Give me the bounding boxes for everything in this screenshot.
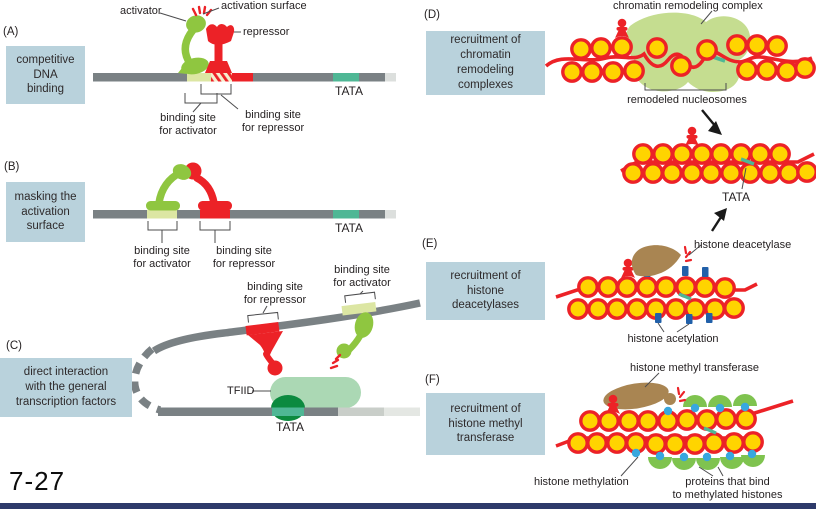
label-tfiid: TFIID bbox=[227, 385, 255, 397]
leader-remodeling-complex bbox=[700, 10, 713, 25]
leader-binding-site-activator-a bbox=[192, 102, 202, 113]
leader-activator bbox=[159, 12, 187, 22]
panel-c-graphic bbox=[130, 290, 421, 421]
repressor-loop-icon bbox=[248, 331, 283, 376]
panel-a-graphic bbox=[93, 5, 396, 113]
histone-deacetylase-blob bbox=[631, 245, 681, 277]
label-histone-acetylation: histone acetylation bbox=[627, 333, 719, 345]
repressor-on-chromatin-d bbox=[615, 18, 629, 38]
dna-lower-strand-c bbox=[158, 407, 420, 416]
panel-d-graphic bbox=[544, 10, 816, 232]
label-tata-b: TATA bbox=[335, 221, 363, 235]
tata-linker-e bbox=[678, 292, 692, 301]
bracket-repressor-site-c bbox=[247, 311, 279, 323]
panel-f-title-box: recruitment of histone methyl transferas… bbox=[426, 393, 545, 455]
bracket-repressor-site-a bbox=[200, 84, 232, 95]
bracket-repressor-site-b bbox=[199, 221, 231, 231]
panel-b-graphic bbox=[93, 162, 396, 243]
panel-a-title-box: competitive DNA binding bbox=[6, 46, 85, 104]
leader-binding-site-activator-c bbox=[359, 290, 364, 295]
leader-binding-site-repressor-a bbox=[220, 94, 239, 110]
repressor-site-c bbox=[245, 321, 280, 336]
label-histone-methyl-transferase: histone methyl transferase bbox=[630, 362, 760, 374]
panel-b-title-box: masking the activation surface bbox=[6, 182, 85, 242]
panel-e-letter: (E) bbox=[422, 238, 438, 250]
dna-upper-strand-c bbox=[151, 299, 421, 355]
panel-a-letter: (A) bbox=[3, 26, 19, 38]
label-binding-site-repressor-c: binding site for repressor bbox=[243, 281, 307, 306]
label-tata-d: TATA bbox=[722, 190, 750, 204]
histone-methylation-marks bbox=[631, 402, 757, 462]
leader-acetylation-1 bbox=[657, 322, 665, 333]
panel-c-letter: (C) bbox=[6, 340, 22, 352]
label-binding-site-repressor-b: binding site for repressor bbox=[212, 245, 276, 270]
label-histone-deacetylase: histone deacetylase bbox=[694, 239, 792, 251]
label-activator: activator bbox=[120, 5, 162, 17]
bracket-remodeled-nucleosomes bbox=[644, 83, 727, 91]
activation-surface-loop-icon bbox=[329, 353, 342, 370]
dna-bar-a bbox=[93, 73, 396, 82]
arrow-to-repressed-state bbox=[701, 109, 722, 135]
panel-d-letter: (D) bbox=[424, 9, 440, 21]
leader-binding-site-repressor-c bbox=[262, 305, 268, 314]
panel-c-title-box: direct interaction with the general tran… bbox=[0, 358, 132, 417]
label-methyl-binding-proteins: proteins that bind to methylated histone… bbox=[672, 476, 783, 501]
label-repressor: repressor bbox=[243, 26, 290, 38]
tata-linker-f bbox=[703, 426, 717, 435]
panel-b-letter: (B) bbox=[4, 161, 20, 173]
nucleosome-row-f bbox=[567, 408, 764, 455]
leader-deacetylase bbox=[688, 244, 702, 256]
activator-masked-icon bbox=[146, 164, 192, 211]
activator-icon bbox=[178, 15, 209, 75]
label-tata-c: TATA bbox=[276, 420, 304, 434]
methyl-binding-proteins bbox=[648, 394, 765, 470]
dna-bar-b bbox=[93, 210, 396, 219]
deacetylase-active-surface-icon bbox=[683, 245, 693, 263]
leader-methylation bbox=[620, 456, 639, 477]
label-binding-site-activator-b: binding site for activator bbox=[133, 245, 191, 270]
label-binding-site-activator-c: binding site for activator bbox=[333, 264, 391, 289]
bracket-activator-site-b bbox=[147, 221, 178, 231]
leader-activation-surface bbox=[202, 7, 220, 15]
repressor-masking-icon bbox=[184, 162, 232, 211]
panel-f-letter: (F) bbox=[425, 374, 440, 386]
label-binding-site-repressor-a: binding site for repressor bbox=[241, 109, 305, 134]
activator-site-c bbox=[341, 301, 377, 316]
slide-number: 7-27 bbox=[9, 466, 66, 496]
leader-acetylation-2 bbox=[676, 323, 690, 333]
leader-binding-proteins-1 bbox=[698, 466, 714, 477]
tata-linker-d2 bbox=[740, 157, 755, 166]
label-chromatin-remodeling-complex: chromatin remodeling complex bbox=[613, 0, 763, 12]
label-binding-site-activator-a: binding site for activator bbox=[159, 112, 217, 137]
leader-binding-proteins-2 bbox=[717, 466, 724, 477]
label-histone-methylation: histone methylation bbox=[534, 476, 629, 488]
bracket-activator-site-c bbox=[344, 291, 376, 303]
chromatin-remodeling-complex-blob bbox=[625, 12, 751, 92]
label-activation-surface: activation surface bbox=[221, 0, 307, 12]
dna-loop-dashed-c bbox=[130, 346, 162, 414]
repressor-on-repressed-chromatin bbox=[685, 126, 699, 146]
panel-d-title-box: recruitment of chromatin remodeling comp… bbox=[426, 31, 545, 95]
label-remodeled-nucleosomes: remodeled nucleosomes bbox=[627, 94, 747, 106]
panel-e-graphic bbox=[555, 244, 758, 333]
transferase-active-surface-icon bbox=[676, 386, 687, 403]
activation-surface-icon bbox=[191, 5, 213, 17]
leader-tata-d bbox=[741, 167, 747, 190]
nucleosome-row-d2 bbox=[622, 143, 816, 184]
leader-transferase bbox=[644, 372, 660, 388]
footer-bar bbox=[0, 503, 816, 509]
panel-f-graphic bbox=[555, 372, 794, 477]
label-tata-a: TATA bbox=[335, 84, 363, 98]
arrow-up-to-repressed-state bbox=[710, 208, 727, 232]
nucleosome-row-e bbox=[567, 276, 745, 320]
repressor-icon bbox=[205, 24, 235, 73]
histone-methyl-transferase-blob bbox=[603, 382, 676, 410]
panel-e-title-box: recruitment of histone deacetylases bbox=[426, 262, 545, 320]
